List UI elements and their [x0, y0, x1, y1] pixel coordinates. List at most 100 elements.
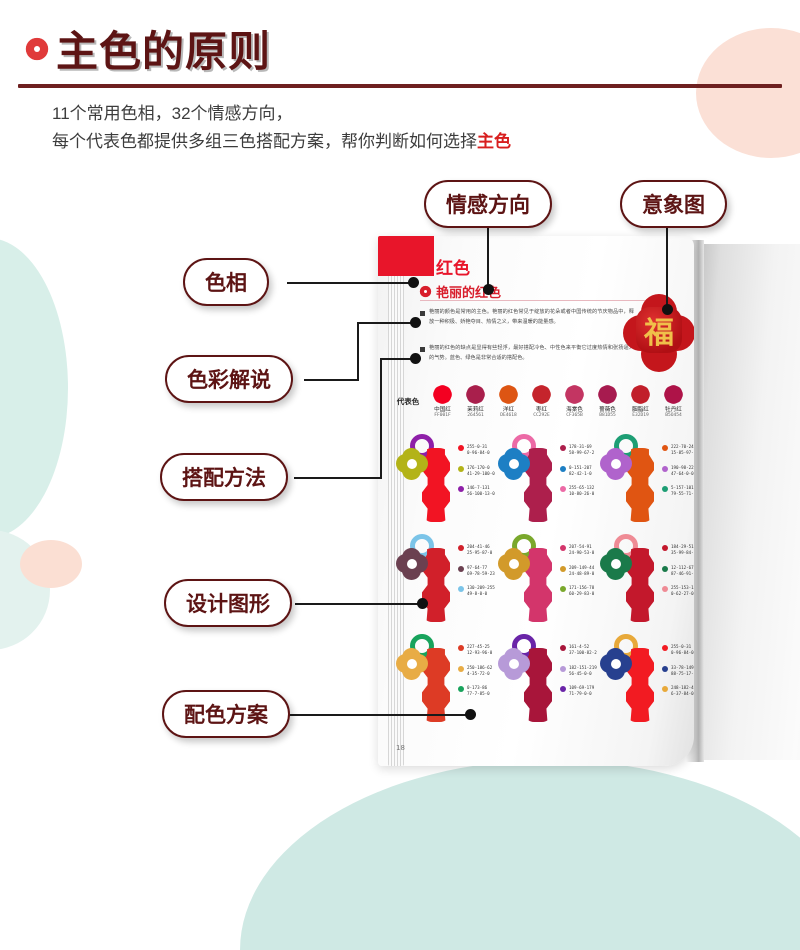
- leader-line-method-h: [294, 477, 382, 479]
- flower-shape: [396, 548, 428, 580]
- flower-shape: [600, 548, 632, 580]
- square-bullet-icon: [420, 311, 425, 316]
- legend-values: 255-153-1470-62-27-0: [671, 585, 694, 597]
- leader-line-explanation-v: [357, 322, 359, 380]
- leader-line-method-v: [380, 358, 382, 478]
- quatrefoil-bullet-icon: [417, 283, 434, 300]
- flower-shape: [498, 648, 530, 680]
- background-shape-mint-bottom: [240, 760, 800, 950]
- callout-hue[interactable]: 色相: [183, 258, 269, 306]
- callout-imagery[interactable]: 意象图: [620, 180, 727, 228]
- legend-color-dot: [560, 645, 566, 651]
- leader-line-hue: [287, 282, 413, 284]
- paragraph-block: 艳丽的红色的缺点是显得有些轻浮，最好搭配冷色、中性色来平衡它过度热情和张扬逼人的…: [420, 344, 634, 363]
- quatrefoil-icon: [21, 32, 53, 65]
- color-swatch: [533, 386, 550, 403]
- legend-color-dot: [560, 486, 566, 493]
- book-mockup: 红色 艳丽的红色 艳丽的颜色是常用的主色。艳丽的红色常见于绽放的花朵或者中国传统…: [356, 228, 800, 780]
- legend-color-dot: [662, 445, 668, 451]
- legend-color-dot: [560, 465, 566, 472]
- legend-color-dot: [662, 586, 668, 593]
- color-swatch: [500, 386, 517, 403]
- callout-method[interactable]: 搭配方法: [160, 453, 288, 501]
- subtitle-block: 11个常用色相，32个情感方向， 每个代表色都提供多组三色搭配方案，帮你判断如何…: [0, 88, 800, 156]
- leader-line-scheme: [289, 714, 471, 716]
- page-edge-stack: [388, 250, 404, 766]
- color-hex: B5O454: [665, 413, 682, 418]
- leader-dot-emotion: [483, 284, 494, 295]
- subtitle-line-1: 11个常用色相，32个情感方向，: [52, 104, 293, 123]
- legend-color-dot: [560, 545, 566, 551]
- color-hex: E32D19: [632, 413, 649, 418]
- paragraph-block: 艳丽的颜色是常用的主色。艳丽的红色常见于绽放的花朵或者中国传统的节庆物品中，释放…: [420, 308, 634, 327]
- leader-line-explanation-h2: [357, 322, 415, 324]
- paragraph-text: 艳丽的红色的缺点是显得有些轻浮，最好搭配冷色、中性色来平衡它过度热情和张扬逼人的…: [429, 345, 634, 361]
- leader-dot-explanation: [410, 317, 421, 328]
- leader-dot-hue: [408, 277, 419, 288]
- legend-color-dot: [458, 665, 464, 672]
- red-color-tab: [378, 236, 434, 276]
- legend-color-dot: [560, 586, 566, 593]
- flower-shape: [600, 448, 632, 480]
- leader-line-method-h2: [380, 358, 415, 360]
- callout-explanation[interactable]: 色彩解说: [165, 355, 293, 403]
- callout-design[interactable]: 设计图形: [164, 579, 292, 627]
- color-hex: 264561: [467, 413, 484, 418]
- color-hex: B81D55: [599, 413, 616, 418]
- hue-title: 红色: [436, 259, 470, 279]
- color-name: 枣红: [535, 407, 548, 413]
- book-page-left: 红色 艳丽的红色 艳丽的颜色是常用的主色。艳丽的红色常见于绽放的花朵或者中国传统…: [378, 236, 694, 766]
- legend-color-dot: [458, 645, 464, 651]
- callout-scheme[interactable]: 配色方案: [162, 690, 290, 738]
- callout-emotion[interactable]: 情感方向: [424, 180, 552, 228]
- legend-color-dot: [458, 686, 464, 693]
- color-name: 茉莉红: [467, 407, 484, 413]
- square-bullet-icon: [420, 347, 425, 352]
- subtitle-line-2: 每个代表色都提供多组三色搭配方案，帮你判断如何选择主色: [52, 128, 800, 156]
- color-name: 洋红: [502, 407, 515, 413]
